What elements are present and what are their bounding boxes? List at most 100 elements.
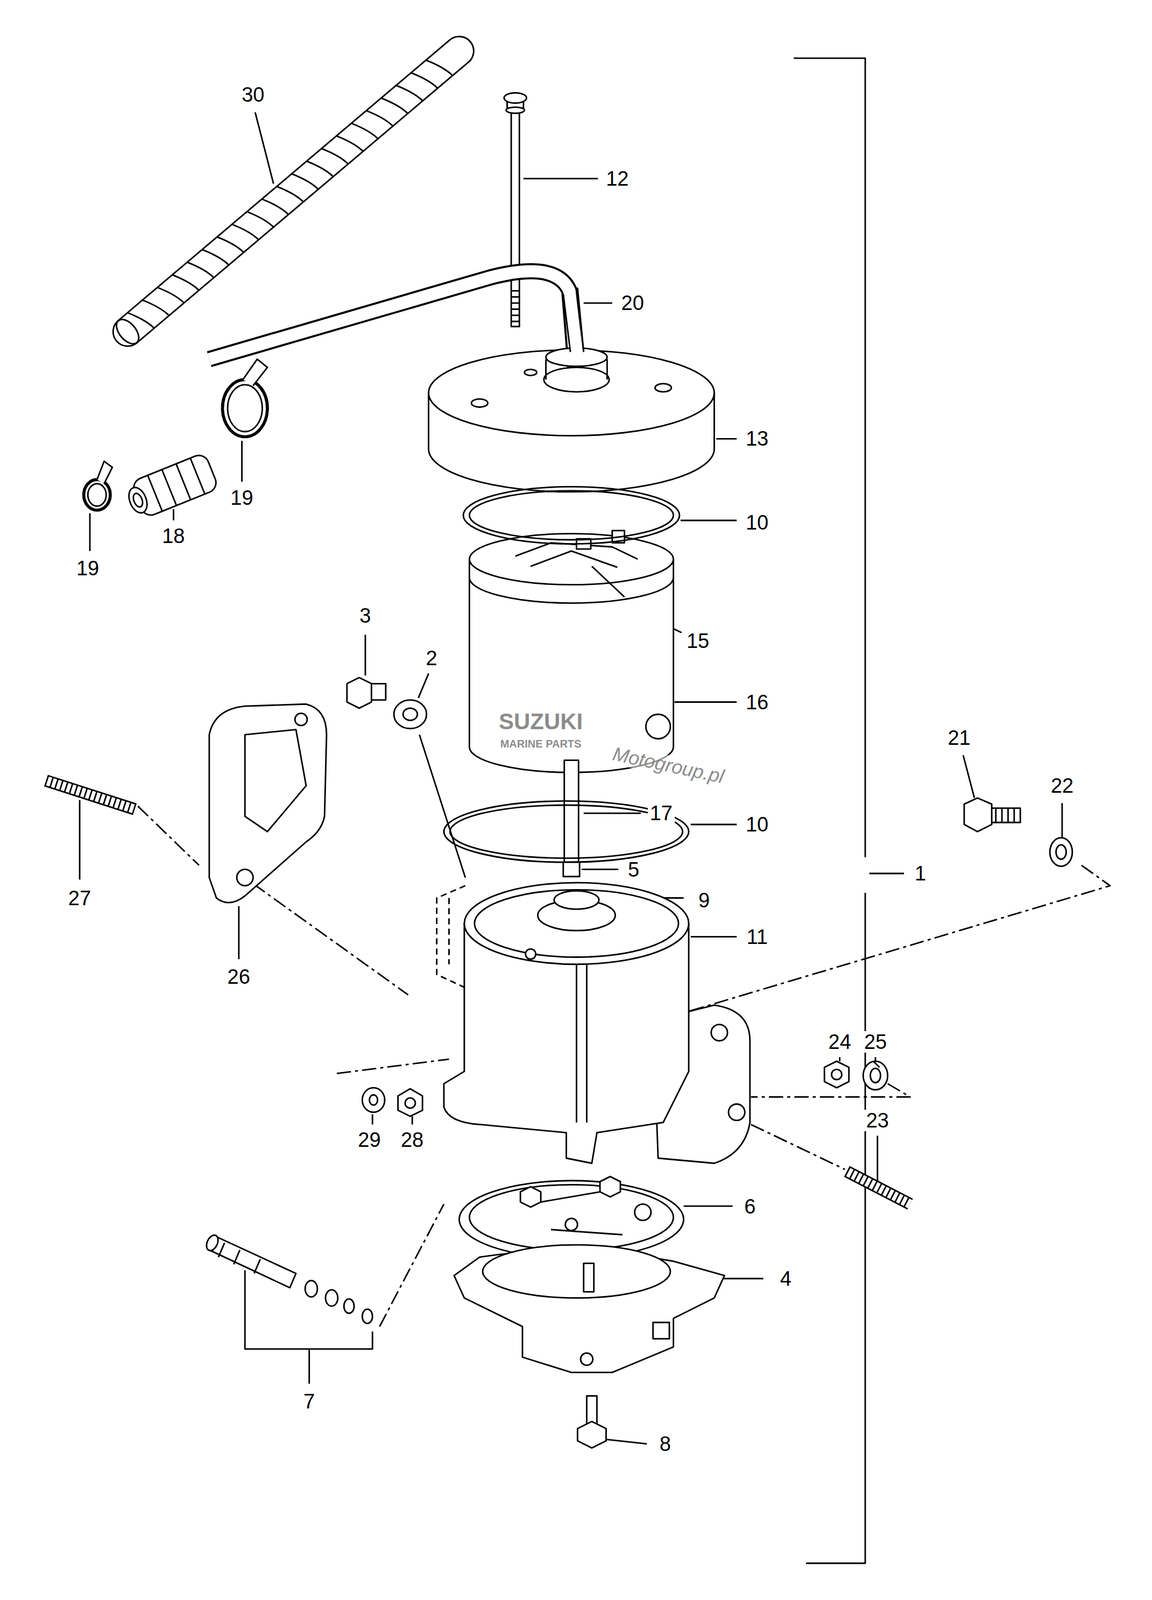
spiral-winding bbox=[321, 148, 349, 164]
washer bbox=[1049, 837, 1073, 867]
bolt bbox=[964, 797, 992, 832]
callout-number: 20 bbox=[619, 292, 647, 314]
spiral-winding bbox=[187, 262, 214, 278]
valve-assembly bbox=[204, 1233, 373, 1324]
washer bbox=[362, 1087, 385, 1113]
hose bbox=[563, 287, 584, 352]
spiral-winding bbox=[336, 136, 364, 152]
leader-line bbox=[869, 872, 904, 875]
pump-base bbox=[653, 1322, 670, 1339]
callout-number: 10 bbox=[743, 511, 771, 534]
spiral-winding bbox=[381, 97, 408, 113]
spiral-winding bbox=[202, 249, 229, 265]
callout-number: 5 bbox=[625, 858, 642, 881]
leader-line bbox=[583, 812, 641, 815]
leader-line bbox=[683, 1205, 733, 1207]
pump-base bbox=[580, 1352, 593, 1366]
o-ring bbox=[463, 486, 680, 544]
assembly-line bbox=[751, 1083, 911, 1098]
stud-bolt bbox=[846, 1171, 911, 1205]
valve-plate bbox=[540, 1191, 623, 1235]
valve-plate bbox=[469, 1184, 674, 1250]
nut bbox=[398, 1088, 423, 1116]
lock-washer bbox=[870, 1068, 881, 1083]
leader-line bbox=[364, 634, 367, 676]
assembly-line bbox=[244, 1270, 373, 1349]
nut bbox=[405, 1097, 416, 1108]
valve-assembly bbox=[343, 1298, 355, 1314]
hose bbox=[209, 271, 577, 380]
bolt bbox=[995, 808, 1015, 823]
assembly-bracket bbox=[793, 58, 866, 1564]
mounting-plate bbox=[209, 703, 327, 903]
spiral-winding bbox=[411, 72, 438, 88]
bolt bbox=[504, 93, 527, 104]
drain-plug bbox=[347, 677, 386, 709]
spiral-winding bbox=[366, 110, 393, 126]
leader-line bbox=[719, 1277, 764, 1279]
stud-bolt bbox=[46, 780, 136, 809]
mounting-plate bbox=[294, 712, 308, 726]
valve-plate bbox=[520, 1186, 541, 1207]
valve-plate bbox=[565, 1218, 578, 1231]
callout-number: 29 bbox=[355, 1128, 383, 1151]
hose bbox=[209, 271, 577, 380]
bolt bbox=[504, 93, 527, 327]
motor-housing bbox=[469, 577, 674, 603]
motor-shaft bbox=[564, 760, 579, 863]
motor-end-cap bbox=[654, 383, 671, 392]
o-ring bbox=[463, 486, 680, 544]
callout-number: 6 bbox=[741, 1195, 758, 1218]
dashed-hidden-outline bbox=[436, 885, 466, 988]
motor-housing bbox=[469, 559, 674, 773]
callout-number: 12 bbox=[603, 167, 631, 190]
nut bbox=[831, 1069, 842, 1080]
callout-number: 27 bbox=[66, 887, 94, 909]
valve-assembly bbox=[305, 1280, 318, 1297]
leader-line bbox=[255, 112, 274, 185]
callout-number: 23 bbox=[864, 1109, 892, 1132]
callout-number: 30 bbox=[239, 83, 267, 106]
spiral-winding bbox=[127, 312, 154, 328]
callout-number: 8 bbox=[657, 1432, 674, 1455]
mounting-plate bbox=[236, 868, 253, 886]
stud-bolt bbox=[846, 1171, 911, 1205]
leader-line bbox=[172, 509, 175, 521]
motor-shaft bbox=[564, 760, 579, 863]
bolt bbox=[964, 797, 1021, 832]
hose-clamp bbox=[227, 384, 263, 432]
hose bbox=[209, 271, 610, 392]
pump-body bbox=[464, 882, 689, 965]
callout-number: 19 bbox=[74, 557, 102, 579]
assembly-line bbox=[751, 1124, 845, 1169]
callout-number: 3 bbox=[357, 604, 373, 627]
hose-clamp bbox=[87, 483, 106, 507]
valve-assembly bbox=[325, 1289, 338, 1306]
leader-line bbox=[963, 754, 975, 798]
callout-number: 9 bbox=[696, 889, 712, 911]
washer bbox=[362, 1087, 385, 1113]
lock-washer bbox=[863, 1061, 888, 1090]
bolt bbox=[506, 107, 525, 113]
leader-line bbox=[674, 701, 737, 703]
lock-washer bbox=[873, 1061, 880, 1067]
shaft-coupling bbox=[563, 861, 580, 877]
hose bbox=[569, 290, 577, 352]
bolt bbox=[577, 1395, 606, 1448]
brush-holder bbox=[530, 550, 618, 568]
o-ring bbox=[443, 800, 689, 862]
pump-base bbox=[583, 1262, 595, 1292]
assembly-line bbox=[137, 806, 1111, 1327]
pump-body bbox=[554, 890, 599, 909]
callout-number: 10 bbox=[743, 813, 771, 836]
pump-base bbox=[482, 1244, 671, 1298]
callout-number: 2 bbox=[423, 647, 440, 669]
o-ring bbox=[443, 800, 689, 862]
leader-line bbox=[89, 513, 91, 551]
stud-bolt bbox=[46, 780, 136, 809]
assembly-line bbox=[137, 806, 200, 866]
valve-plate bbox=[634, 1203, 652, 1220]
callout-number: 19 bbox=[228, 486, 256, 509]
callout-number: 4 bbox=[778, 1267, 794, 1290]
